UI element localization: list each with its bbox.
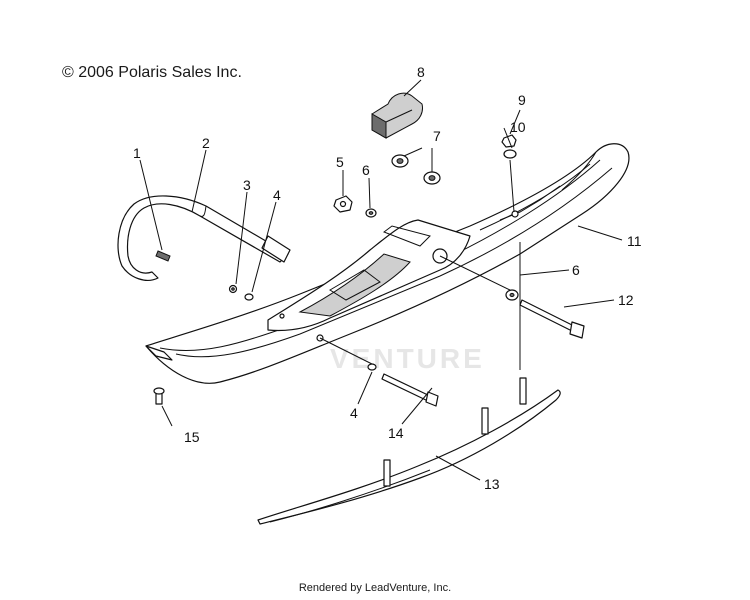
callout-11: 11 <box>627 233 642 249</box>
washer-6-lower-part <box>505 289 519 301</box>
leader-lines <box>139 79 623 481</box>
ski-handle-part <box>117 195 291 281</box>
callout-6-lower: 6 <box>572 262 580 278</box>
hex-nut-part <box>333 195 353 213</box>
callout-6-upper: 6 <box>362 162 370 178</box>
rivet-part <box>155 250 171 262</box>
callout-7: 7 <box>433 128 441 144</box>
callout-2: 2 <box>202 135 210 151</box>
footer-credit: Rendered by LeadVenture, Inc. <box>298 582 452 594</box>
callout-9: 9 <box>518 92 526 108</box>
spacer-part <box>391 154 441 185</box>
callout-14: 14 <box>388 425 404 441</box>
ski-body-part <box>145 143 630 384</box>
callout-4-lower: 4 <box>350 405 358 421</box>
callout-3: 3 <box>243 177 251 193</box>
callout-8: 8 <box>417 64 425 80</box>
callout-13: 13 <box>484 476 500 492</box>
callout-12: 12 <box>618 292 634 308</box>
callout-15: 15 <box>184 429 200 445</box>
top-washer-part <box>503 149 517 159</box>
nut-part <box>228 284 238 294</box>
washer-lower-part <box>367 363 377 371</box>
pin-part <box>153 387 165 405</box>
callout-1: 1 <box>133 145 141 161</box>
washer-6-upper-part <box>365 208 377 218</box>
wear-bar-part <box>257 377 561 525</box>
callout-5: 5 <box>336 154 344 170</box>
watermark-text: VENTURE <box>330 343 485 374</box>
cushion-block-part <box>371 92 423 139</box>
copyright-notice: © 2006 Polaris Sales Inc. <box>62 64 242 81</box>
callout-10: 10 <box>510 119 526 135</box>
bolt-12-part <box>519 299 585 339</box>
bolt-14-part <box>381 373 439 407</box>
washer-upper-part <box>244 293 254 301</box>
callout-4-upper: 4 <box>273 187 281 203</box>
